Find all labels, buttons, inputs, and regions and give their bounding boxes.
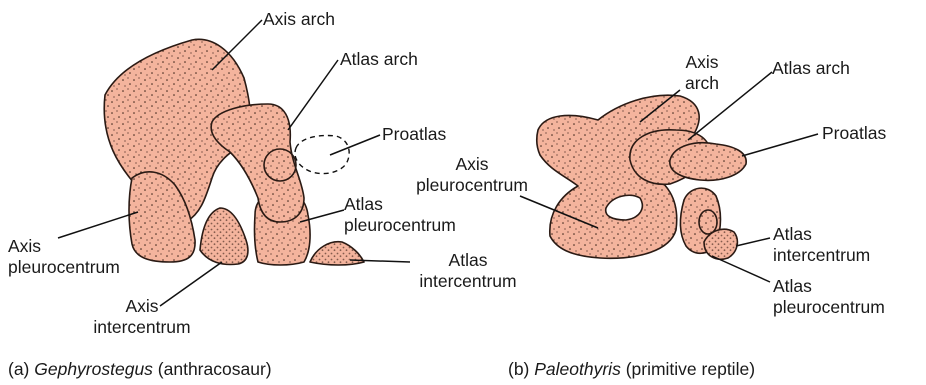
b-label-proatlas: Proatlas [822, 123, 886, 144]
a-label-atlas-pleurocentrum: Atlas pleurocentrum [344, 194, 454, 236]
a-label-axis-intercentrum: Axis intercentrum [82, 296, 202, 338]
b-label-axis-arch: Axis arch [672, 52, 732, 94]
caption-a-suffix: (anthracosaur) [153, 359, 272, 379]
a-proatlas-outline [295, 136, 349, 174]
caption-b: (b) Paleothyris (primitive reptile) [508, 359, 755, 380]
b-label-atlas-pleurocentrum: Atlas pleurocentrum [773, 276, 885, 318]
panel-b-bones [537, 95, 747, 259]
a-label-axis-intercentrum-line2: intercentrum [82, 317, 202, 338]
b-label-atlas-intercentrum-line2: intercentrum [773, 245, 870, 266]
b-label-atlas-intercentrum: Atlas intercentrum [773, 224, 870, 266]
caption-a-prefix: (a) [8, 359, 34, 379]
caption-a-taxon: Gephyrostegus [34, 359, 153, 379]
a-label-atlas-pleurocentrum-line1: Atlas [344, 194, 454, 215]
panel-a-bones [104, 39, 364, 265]
b-label-axis-pleurocentrum-line2: pleurocentrum [412, 175, 532, 196]
b-label-atlas-pleurocentrum-line2: pleurocentrum [773, 297, 885, 318]
a-label-axis-pleurocentrum-line1: Axis [8, 236, 128, 257]
a-label-axis-intercentrum-line1: Axis [82, 296, 202, 317]
a-label-axis-pleurocentrum: Axis pleurocentrum [8, 236, 128, 278]
b-label-axis-pleurocentrum-line1: Axis [412, 154, 532, 175]
a-label-atlas-intercentrum: Atlas intercentrum [408, 250, 528, 292]
a-label-axis-arch: Axis arch [263, 9, 335, 30]
a-label-atlas-intercentrum-line1: Atlas [408, 250, 528, 271]
b-label-atlas-pleurocentrum-line1: Atlas [773, 276, 885, 297]
b-label-atlas-arch: Atlas arch [772, 58, 850, 79]
a-label-atlas-intercentrum-line2: intercentrum [408, 271, 528, 292]
b-label-axis-pleurocentrum: Axis pleurocentrum [412, 154, 532, 196]
a-label-atlas-arch: Atlas arch [340, 49, 418, 70]
caption-b-prefix: (b) [508, 359, 534, 379]
b-label-atlas-intercentrum-line1: Atlas [773, 224, 870, 245]
caption-a: (a) Gephyrostegus (anthracosaur) [8, 359, 272, 380]
caption-b-suffix: (primitive reptile) [621, 359, 755, 379]
b-label-axis-arch-line1: Axis [672, 52, 732, 73]
a-label-proatlas: Proatlas [382, 124, 446, 145]
caption-b-taxon: Paleothyris [534, 359, 621, 379]
b-label-axis-arch-line2: arch [672, 73, 732, 94]
a-label-atlas-pleurocentrum-line2: pleurocentrum [344, 215, 454, 236]
a-label-axis-pleurocentrum-line2: pleurocentrum [8, 257, 128, 278]
